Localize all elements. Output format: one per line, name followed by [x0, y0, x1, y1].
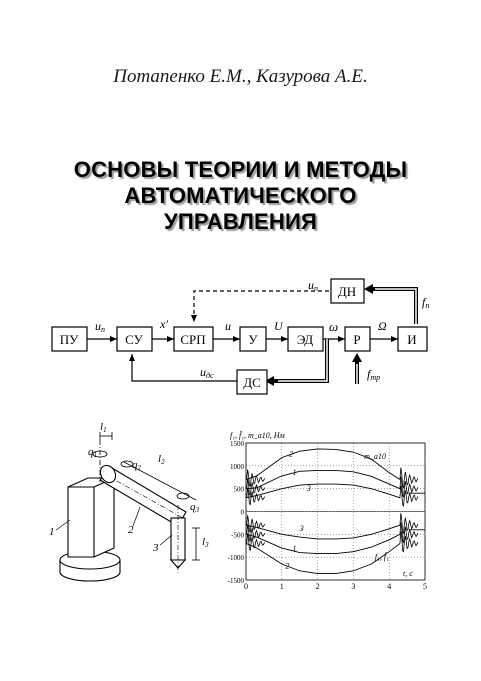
un-dashed-line [191, 290, 329, 322]
label-su: СУ [125, 332, 143, 347]
x-tick-label: 5 [423, 582, 427, 591]
transient-wiggle [399, 522, 419, 544]
transient-wiggle [399, 531, 419, 553]
feedback-ds-line [129, 354, 237, 382]
transient-wiggle [246, 515, 265, 533]
label-l1: l1 [100, 421, 107, 434]
sig-ftr: fmp [367, 367, 380, 382]
rotation-q1-icon [92, 450, 108, 458]
x-tick-label: 4 [387, 582, 391, 591]
label-pu: ПУ [60, 332, 79, 347]
label-u: У [248, 332, 258, 347]
manipulator-column [67, 477, 115, 558]
block-ds [236, 369, 268, 395]
y-tick-label: 1500 [230, 440, 245, 448]
block-ed [287, 326, 324, 352]
block-dn [330, 278, 365, 304]
chart-annotation: 2 [289, 450, 293, 459]
chart-annotation: 1 [293, 544, 297, 553]
y-tick-label: -1000 [228, 554, 245, 562]
transient-wiggle [399, 467, 419, 489]
title-line-3: УПРАВЛЕНИЯ [163, 209, 318, 234]
y-tick-label: -500 [231, 531, 244, 539]
label-l3: l3 [202, 536, 209, 549]
label-srp: СРП [180, 332, 205, 347]
rotation-q2-icon [120, 460, 134, 468]
sig-U: U [274, 319, 284, 333]
block-i [397, 326, 428, 352]
book-title: ОСНОВЫ ТЕОРИИ И МЕТОДЫ АВТОМАТИЧЕСКОГО У… [0, 157, 481, 235]
sig-u: u [225, 319, 231, 333]
sig-omega: ω [329, 319, 338, 334]
y-tick-label: 0 [241, 509, 245, 517]
label-ed: ЭД [297, 332, 313, 347]
transient-wiggle [399, 485, 419, 507]
label-q1: q1 [88, 446, 97, 459]
chart-annotation: 1 [293, 468, 297, 477]
block-u [239, 326, 267, 352]
chart-annotation: f₁, f̂₁ [375, 551, 389, 562]
authors: Потапенко Е.М., Казурова А.Е. [113, 66, 368, 87]
y-tick-label: 500 [234, 486, 245, 494]
block-pu [51, 326, 88, 352]
chart-annotation: 2 [285, 562, 289, 571]
label-q2: q2 [132, 459, 142, 472]
series-line [245, 483, 401, 499]
label-dn: ДН [338, 284, 356, 299]
y-tick-label: -1500 [228, 577, 245, 585]
transient-wiggle [246, 487, 265, 506]
sig-up: uп [95, 319, 105, 334]
transient-wiggle [246, 533, 265, 552]
y-tick-label: 1000 [230, 463, 245, 471]
y-axis-label: f₁, f̂₁, m_a10, Нм [230, 429, 285, 440]
joint-2 [99, 464, 117, 484]
label-l2: l2 [158, 453, 165, 466]
label-r: Р [353, 332, 360, 347]
chart-annotation: 3 [306, 484, 311, 493]
series-line [245, 469, 401, 490]
x-tick-label: 0 [244, 582, 248, 591]
x-tick-label: 2 [316, 582, 320, 591]
series-line [245, 533, 401, 554]
label-part2: 2 [128, 524, 134, 536]
label-q3: q3 [190, 501, 200, 514]
x-tick-label: 3 [351, 582, 355, 591]
transient-wiggle [246, 524, 265, 542]
title-line-1: ОСНОВЫ ТЕОРИИ И МЕТОДЫ [73, 157, 408, 182]
sig-fn: fn [422, 295, 429, 310]
sig-uds: uдс [200, 365, 214, 380]
transient-wiggle [399, 476, 419, 498]
sig-un: un [308, 278, 318, 293]
sig-x-prime: x′ [159, 317, 168, 331]
label-part3: 3 [152, 542, 159, 554]
transient-wiggle [246, 478, 265, 497]
label-part1: 1 [49, 526, 55, 538]
sig-Omega: Ω [378, 319, 387, 333]
series-line [245, 524, 401, 540]
label-i: И [407, 332, 416, 347]
block-srp [173, 326, 214, 352]
x-axis-label: t, c [403, 569, 413, 578]
series-line [245, 543, 401, 575]
chart-annotation: m_a10 [364, 452, 386, 461]
block-r [344, 326, 371, 352]
label-ds: ДС [243, 375, 261, 390]
title-line-2: АВТОМАТИЧЕСКОГО [124, 183, 357, 208]
transient-wiggle [246, 469, 265, 488]
chart-annotation: 3 [299, 524, 304, 533]
series-line [245, 448, 401, 480]
x-tick-label: 1 [280, 582, 284, 591]
transient-wiggle [399, 513, 419, 535]
rotation-q3-icon [176, 492, 190, 500]
block-su [116, 326, 153, 352]
